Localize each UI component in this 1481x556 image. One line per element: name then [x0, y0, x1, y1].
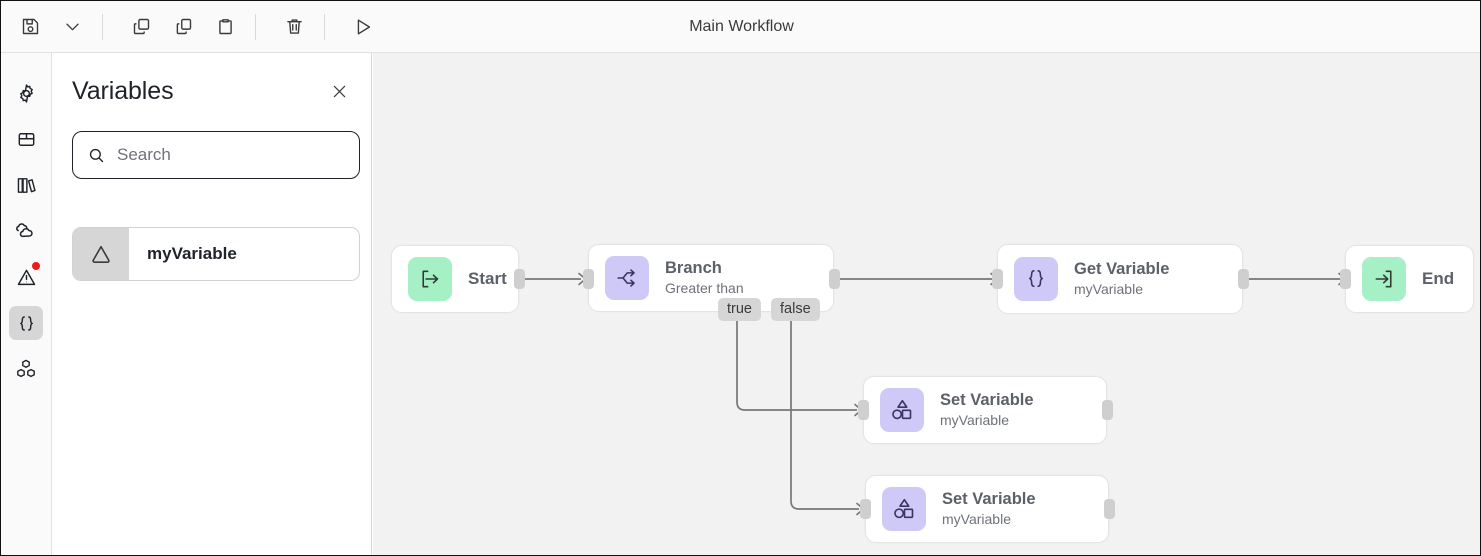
node-title: End	[1422, 269, 1455, 289]
rail-item-package[interactable]	[9, 122, 43, 156]
node-subtitle: myVariable	[940, 412, 1009, 429]
variable-name: myVariable	[147, 244, 237, 263]
port-in-set-variable-1[interactable]	[858, 400, 869, 420]
port-out-start[interactable]	[514, 269, 525, 289]
shapes-icon	[889, 494, 919, 524]
node-set-variable-1[interactable]: Set Variable myVariable	[863, 376, 1107, 444]
duplicate-icon	[173, 16, 194, 37]
rail-item-cloud[interactable]	[9, 214, 43, 248]
node-title: Start	[468, 269, 507, 289]
node-icon-wrap	[1362, 257, 1406, 301]
books-icon	[15, 174, 38, 197]
node-title: Set Variable	[940, 390, 1034, 409]
node-subtitle: myVariable	[942, 511, 1011, 528]
save-dropdown-button[interactable]	[55, 10, 89, 44]
clouds-icon	[14, 219, 38, 243]
workflow-canvas[interactable]: Start Branch Greater than	[373, 53, 1480, 555]
run-actions-group	[334, 1, 384, 52]
list-item[interactable]: myVariable	[72, 227, 360, 281]
variables-list: myVariable	[72, 227, 360, 281]
port-label-true[interactable]: true	[718, 298, 761, 321]
box-icon	[15, 128, 38, 151]
trash-icon	[284, 16, 305, 37]
warning-triangle-icon	[15, 266, 38, 289]
icon-rail	[1, 53, 52, 555]
run-button[interactable]	[346, 10, 380, 44]
clipboard-actions-group	[112, 1, 246, 52]
node-title: Get Variable	[1074, 259, 1170, 278]
file-actions-group	[1, 1, 93, 52]
paste-icon	[215, 16, 236, 37]
port-in-get-variable[interactable]	[992, 269, 1003, 289]
chevron-down-icon	[63, 17, 82, 36]
rail-item-problems[interactable]	[9, 260, 43, 294]
port-in-set-variable-2[interactable]	[860, 499, 871, 519]
delete-button[interactable]	[277, 10, 311, 44]
play-icon	[352, 16, 374, 38]
close-icon	[330, 82, 349, 101]
shapes-icon	[887, 395, 917, 425]
panel-header: Variables	[72, 73, 352, 109]
panel-title: Variables	[72, 76, 174, 105]
toolbar-separator	[255, 13, 256, 40]
arrow-out-of-bracket-icon	[416, 265, 444, 293]
node-get-variable[interactable]: Get Variable myVariable	[997, 244, 1243, 314]
paste-button[interactable]	[208, 10, 242, 44]
rail-item-modules[interactable]	[9, 352, 43, 386]
top-toolbar: Main Workflow	[1, 1, 1480, 53]
edge-false-set2	[790, 321, 859, 510]
node-subtitle: Greater than	[665, 280, 744, 297]
gear-icon	[15, 82, 38, 105]
rail-item-settings[interactable]	[9, 76, 43, 110]
duplicate-button[interactable]	[166, 10, 200, 44]
port-label-false[interactable]: false	[771, 298, 820, 321]
port-out-set-variable-2[interactable]	[1104, 499, 1115, 519]
node-text: Get Variable myVariable	[1074, 259, 1169, 300]
rail-item-variables[interactable]	[9, 306, 43, 340]
search-input[interactable]	[117, 145, 327, 165]
edge-true-set1	[736, 321, 857, 411]
node-title: Branch	[665, 258, 722, 277]
node-text: Set Variable myVariable	[940, 390, 1034, 431]
node-text: Start	[468, 268, 507, 289]
cubes-icon	[14, 357, 38, 381]
variable-type-icon-wrap	[73, 228, 129, 280]
port-in-end[interactable]	[1340, 269, 1351, 289]
node-text: Set Variable myVariable	[942, 489, 1036, 530]
close-panel-button[interactable]	[326, 78, 352, 104]
node-text: Branch Greater than	[665, 258, 744, 299]
notification-badge	[32, 262, 40, 270]
node-set-variable-2[interactable]: Set Variable myVariable	[865, 475, 1109, 543]
node-icon-wrap	[882, 487, 926, 531]
curly-braces-icon	[15, 312, 38, 335]
node-start[interactable]: Start	[391, 245, 519, 313]
node-icon-wrap	[1014, 257, 1058, 301]
save-button[interactable]	[13, 10, 47, 44]
rail-item-library[interactable]	[9, 168, 43, 202]
node-icon-wrap	[880, 388, 924, 432]
arrow-into-bracket-icon	[1370, 265, 1398, 293]
toolbar-separator	[102, 13, 103, 40]
copy-button[interactable]	[124, 10, 158, 44]
search-field[interactable]	[72, 131, 360, 179]
toolbar-separator	[324, 13, 325, 40]
copy-icon	[131, 16, 152, 37]
node-icon-wrap	[605, 256, 649, 300]
save-icon	[20, 16, 41, 37]
branch-fork-icon	[613, 264, 641, 292]
port-in-branch[interactable]	[583, 269, 594, 289]
search-icon	[87, 146, 106, 165]
curly-braces-icon	[1022, 265, 1050, 293]
delete-actions-group	[265, 1, 315, 52]
variables-panel: Variables	[52, 53, 372, 555]
node-text: End	[1422, 268, 1454, 289]
node-icon-wrap	[408, 257, 452, 301]
triangle-icon	[86, 239, 116, 269]
node-title: Set Variable	[942, 489, 1036, 508]
port-out-get-variable[interactable]	[1238, 269, 1249, 289]
node-subtitle: myVariable	[1074, 281, 1143, 298]
node-end[interactable]: End	[1345, 245, 1474, 313]
port-out-set-variable-1[interactable]	[1102, 400, 1113, 420]
port-out-branch[interactable]	[829, 269, 840, 289]
